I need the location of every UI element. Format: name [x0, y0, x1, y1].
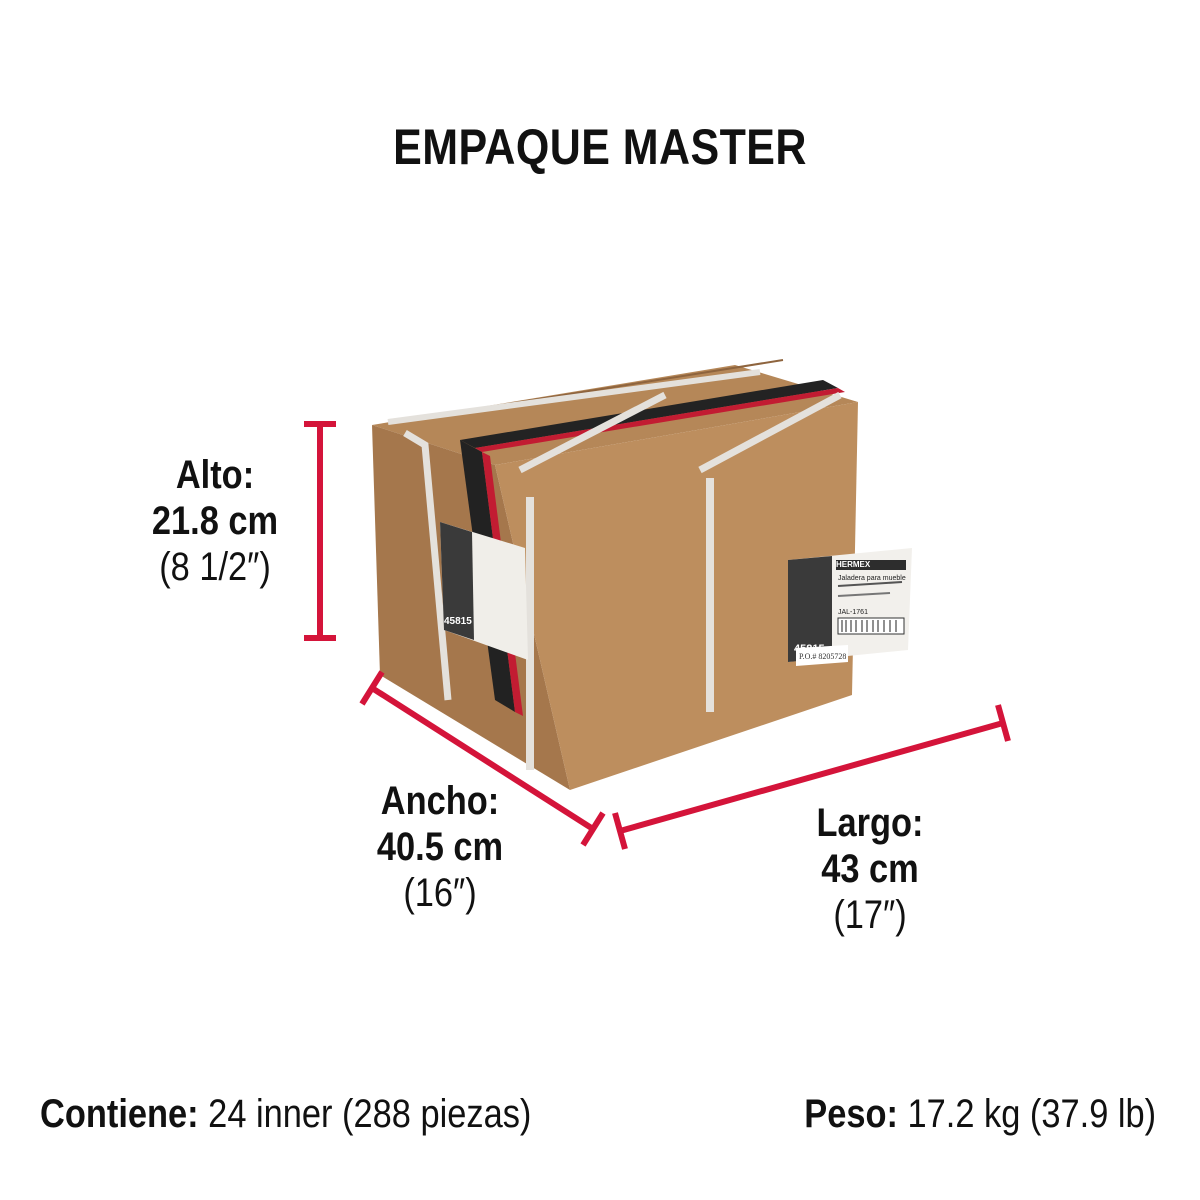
ancho-label: Ancho:: [380, 779, 500, 823]
dimension-alto: Alto: 21.8 cm (8 1/2″): [142, 452, 288, 590]
cardboard-box: [372, 359, 912, 790]
largo-metric: 43 cm: [821, 847, 919, 891]
alto-label: Alto:: [175, 453, 255, 497]
label-po: P.O.# 8205728: [799, 652, 846, 661]
strap-top-b: [698, 391, 842, 474]
peso-label: Peso:: [804, 1092, 898, 1136]
peso-value: 17.2 kg (37.9 lb): [907, 1092, 1156, 1136]
label-code: 45815: [794, 643, 825, 655]
dimension-ancho: Ancho: 40.5 cm (16″): [350, 778, 531, 916]
dimension-largo: Largo: 43 cm (17″): [775, 800, 964, 938]
strap-top-c: [387, 369, 761, 425]
box-front-face: [495, 402, 858, 790]
dim-alto-line: [304, 421, 336, 641]
largo-label: Largo:: [816, 801, 924, 845]
strap-top-a: [518, 391, 667, 474]
dim-ancho-line: [359, 670, 606, 847]
dim-largo-line: [612, 704, 1011, 850]
ancho-imperial: (16″): [403, 871, 477, 915]
tape-black-top: [460, 380, 838, 448]
page-title: EMPAQUE MASTER: [393, 119, 807, 175]
largo-imperial: (17″): [833, 893, 907, 937]
footer-weight: Peso: 17.2 kg (37.9 lb): [804, 1092, 1156, 1137]
po-sticker: [796, 645, 848, 666]
strap-left-a: [403, 429, 452, 701]
footer-contents: Contiene: 24 inner (288 piezas): [40, 1092, 531, 1137]
box-front-label: [788, 548, 912, 662]
label-product: Jaladera para mueble: [838, 575, 906, 582]
label-sku: JAL-1761: [838, 609, 868, 616]
alto-imperial: (8 1/2″): [159, 545, 271, 589]
label-brand: HERMEX: [836, 560, 871, 569]
contiene-value: 24 inner (288 piezas): [208, 1092, 532, 1136]
side-label-code: 45815: [444, 616, 472, 627]
alto-metric: 21.8 cm: [151, 499, 279, 543]
contiene-label: Contiene:: [40, 1092, 199, 1136]
ancho-metric: 40.5 cm: [376, 825, 504, 869]
tape-red-top: [475, 388, 845, 452]
box-side-label: [440, 522, 528, 660]
